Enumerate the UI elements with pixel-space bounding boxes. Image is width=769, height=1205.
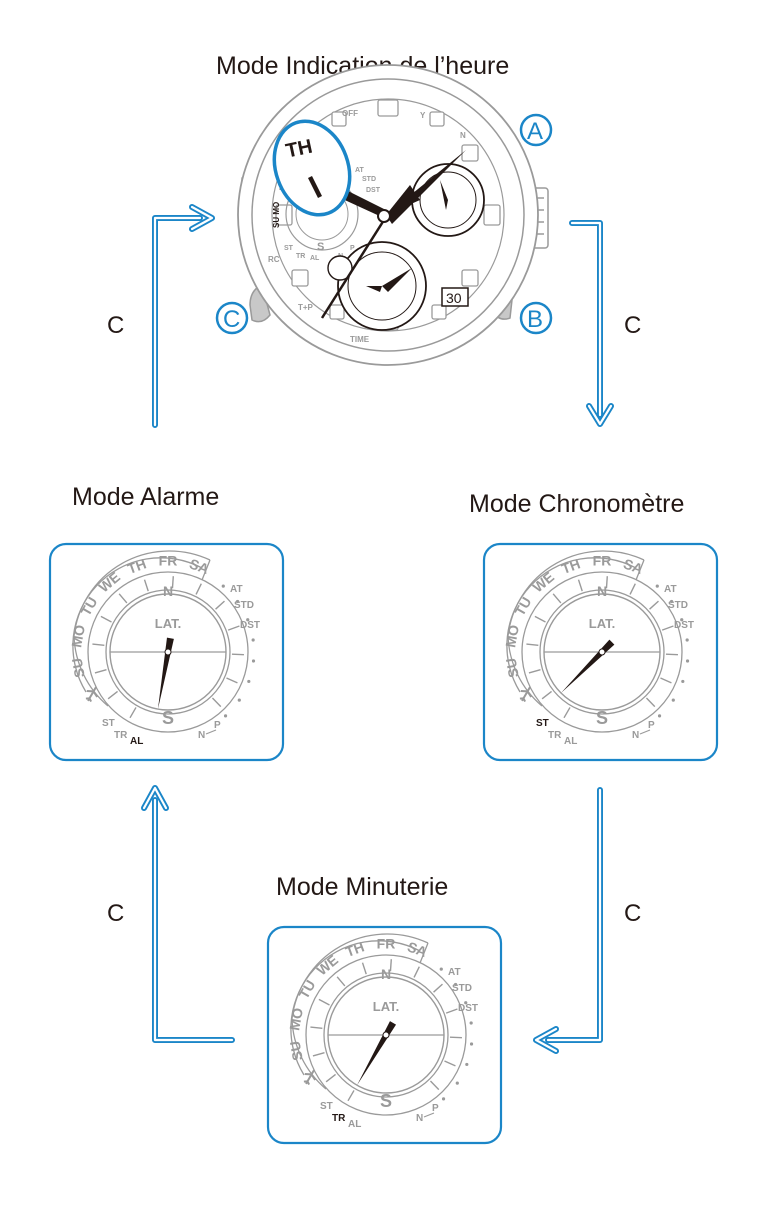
- highlight-day-ellipse: [272, 119, 352, 217]
- c-label-bottom-left: C: [107, 900, 125, 927]
- dial-mark-dst: DST: [458, 1003, 478, 1014]
- dial-mark-dst: DST: [674, 620, 694, 631]
- dial-day-label: MO: [68, 624, 88, 649]
- svg-text:AL: AL: [310, 255, 320, 262]
- bezel-mark-rc: RC: [268, 255, 280, 264]
- dial-mark-dst: DST: [240, 620, 260, 631]
- dial-north: N: [597, 583, 607, 599]
- dial-mode-mark-al: AL: [564, 736, 577, 747]
- button-c-callout: C: [215, 301, 249, 335]
- dial-mode-mark-st: ST: [320, 1101, 333, 1112]
- dial-north: N: [381, 966, 391, 982]
- dial-south: S: [380, 1091, 392, 1111]
- dial-mark-std: STD: [452, 983, 472, 994]
- dial-mark-n: N: [198, 730, 205, 741]
- arrow-down-icon: [569, 220, 614, 427]
- c-label-bottom-right: C: [624, 900, 642, 927]
- dial-south: S: [162, 708, 174, 728]
- dial-mark-at: AT: [664, 584, 677, 595]
- dial-day-label: SA: [187, 555, 211, 577]
- dial-mark-at: AT: [230, 584, 243, 595]
- plane-icon: [85, 686, 99, 703]
- dial-mark-std: STD: [234, 600, 254, 611]
- button-a-callout: A: [519, 113, 553, 147]
- button-b-callout: B: [519, 301, 553, 335]
- dial-mode-mark-tr: TR: [114, 730, 128, 741]
- dial-day-label: TH: [125, 555, 148, 576]
- dial-day-label: MO: [286, 1007, 306, 1032]
- bezel-mark-off: OFF: [342, 109, 358, 118]
- left-dial-center-label: S: [317, 241, 324, 253]
- dial-day-label: SU: [503, 657, 522, 679]
- dial-mark-std: STD: [668, 600, 688, 611]
- dial-mark-at: AT: [448, 967, 461, 978]
- dial-mark-p: P: [214, 720, 221, 731]
- bezel-mark-y: Y: [420, 111, 426, 120]
- dial-mark-n: N: [416, 1113, 423, 1124]
- watch-illustration: OFF Y N RC T+P TIME AT STD DST ST TR AL …: [215, 64, 553, 366]
- title-stopwatch-mode: Mode Chronomètre: [469, 490, 685, 518]
- dial-lat-label: LAT.: [155, 616, 181, 631]
- arrow-up-icon: [141, 785, 235, 1043]
- plane-icon: [303, 1069, 317, 1086]
- bezel-mark-time: TIME: [350, 335, 370, 344]
- highlighted-day: TH: [284, 136, 315, 163]
- svg-text:AT: AT: [355, 167, 365, 174]
- dial-mode-mark-tr: TR: [548, 730, 562, 741]
- dial-mode-mark-al: AL: [348, 1119, 361, 1130]
- svg-text:DST: DST: [366, 187, 381, 194]
- dial-mark-n: N: [632, 730, 639, 741]
- dial-hand: [157, 637, 174, 710]
- dial-lat-label: LAT.: [589, 616, 615, 631]
- dial-north: N: [163, 583, 173, 599]
- svg-text:C: C: [223, 306, 240, 333]
- dial-mark-p: P: [648, 720, 655, 731]
- dial-lat-label: LAT.: [373, 999, 399, 1014]
- c-label-top-right: C: [624, 312, 642, 339]
- dial-day-label: SA: [405, 938, 429, 960]
- dial-day-label: TH: [559, 555, 582, 576]
- c-label-top-left: C: [107, 312, 125, 339]
- arrow-right-icon: [152, 204, 215, 428]
- svg-text:B: B: [527, 306, 543, 333]
- date-window: 30: [446, 290, 462, 306]
- plane-icon: [519, 686, 533, 703]
- dial-day-label: SA: [621, 555, 645, 577]
- svg-text:STD: STD: [362, 176, 376, 183]
- left-dial-day-label: SU MO: [272, 202, 281, 228]
- dial-day-label: MO: [502, 624, 522, 649]
- svg-text:ST: ST: [284, 245, 294, 252]
- dial-south: S: [596, 708, 608, 728]
- bezel-mark-n: N: [460, 131, 466, 140]
- arrow-left-icon: [533, 787, 603, 1054]
- title-alarm-mode: Mode Alarme: [72, 483, 220, 511]
- bezel-mark-tp: T+P: [298, 303, 314, 312]
- dial-day-label: SU: [287, 1040, 306, 1062]
- dial-day-label: FR: [593, 553, 612, 569]
- button-c-body: [249, 283, 271, 323]
- dial-mode-mark-al: AL: [130, 736, 143, 747]
- dial-mode-mark-tr: TR: [332, 1113, 346, 1124]
- dial-mode-mark-st: ST: [102, 718, 115, 729]
- dial-day-label: TH: [343, 938, 366, 959]
- dial-mode-mark-st: ST: [536, 718, 549, 729]
- svg-text:P: P: [350, 245, 355, 252]
- title-timer-mode: Mode Minuterie: [276, 873, 449, 901]
- dial-day-label: FR: [377, 936, 396, 952]
- svg-text:A: A: [527, 118, 543, 145]
- dial-day-label: FR: [159, 553, 178, 569]
- svg-text:TR: TR: [296, 253, 305, 260]
- dial-mark-p: P: [432, 1103, 439, 1114]
- dial-day-label: SU: [69, 657, 88, 679]
